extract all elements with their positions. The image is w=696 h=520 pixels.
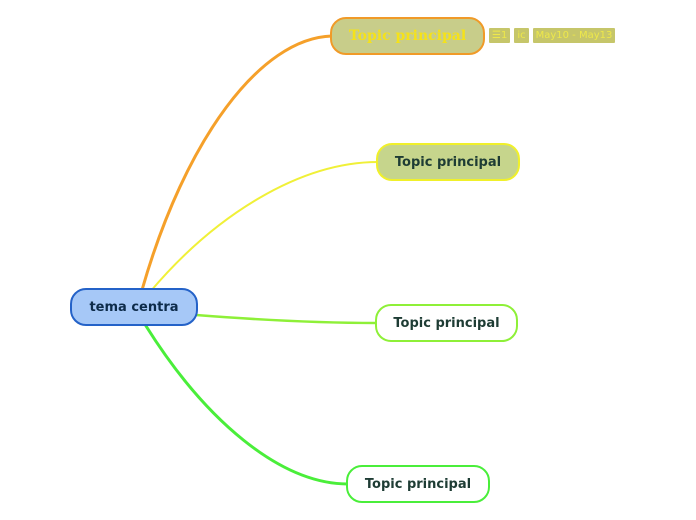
central-topic-label: tema centra (89, 299, 179, 315)
main-topic-2[interactable]: Topic principal (376, 143, 520, 181)
connector-topic-2 (149, 161, 379, 293)
connector-topic-4 (144, 324, 350, 486)
date-range-badge[interactable]: May10 - May13 (532, 28, 616, 43)
main-topic-4[interactable]: Topic principal (346, 465, 490, 503)
main-topic-1-label: Topic principal (348, 28, 467, 44)
main-topic-1[interactable]: Topic principal (330, 17, 485, 55)
priority-badge[interactable]: ic (514, 28, 529, 43)
main-topic-3-label: Topic principal (393, 315, 500, 331)
connector-topic-1 (140, 34, 334, 292)
main-topic-4-label: Topic principal (364, 476, 472, 492)
topic-1-badges: ☰1 ic May10 - May13 (489, 28, 616, 43)
main-topic-2-label: Topic principal (394, 154, 502, 170)
connector-topic-3 (194, 313, 379, 325)
central-topic[interactable]: tema centra (70, 288, 198, 326)
task-badge[interactable]: ☰1 (489, 28, 511, 43)
main-topic-3[interactable]: Topic principal (375, 304, 518, 342)
